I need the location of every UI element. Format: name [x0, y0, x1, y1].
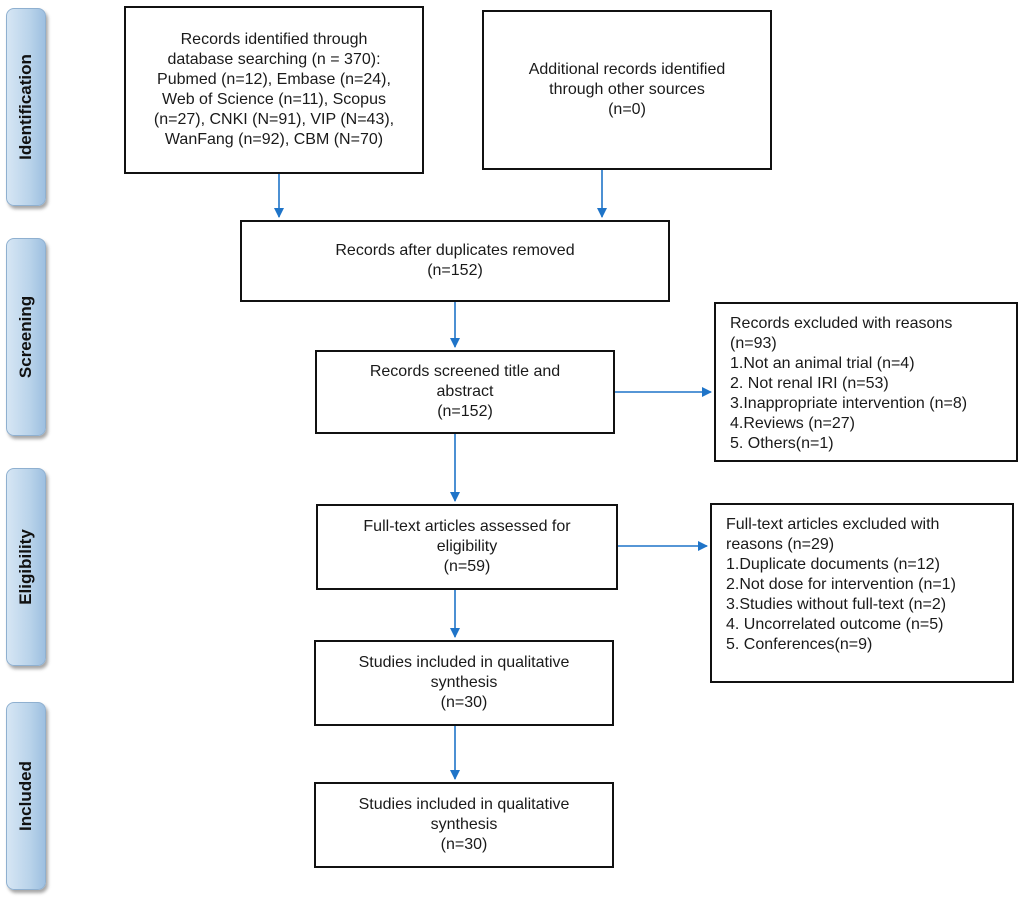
duplicates-removed-box: Records after duplicates removed (n=152) [240, 220, 670, 302]
fulltext-excluded-line: 1.Duplicate documents (n=12) [726, 556, 940, 573]
records-excluded-line: (n=93) [730, 335, 777, 352]
qualitative-synthesis-line: synthesis [430, 816, 498, 833]
fulltext-excluded-line: Full-text articles excluded with [726, 516, 940, 533]
phase-eligibility: Eligibility [6, 468, 46, 666]
records-excluded-line: 2. Not renal IRI (n=53) [730, 375, 889, 392]
records-excluded-line: 5. Others(n=1) [730, 435, 834, 452]
fulltext-excluded-box: Full-text articles excluded with reasons… [710, 503, 1014, 683]
screened-line: abstract [436, 383, 494, 400]
database-line: Web of Science (n=11), Scopus [162, 91, 386, 108]
qualitative-synthesis-line: Studies included in qualitative [358, 654, 570, 671]
duplicates-removed-line: Records after duplicates removed [335, 242, 575, 259]
qualitative-synthesis-box-1: Studies included in qualitative synthesi… [314, 640, 614, 726]
fulltext-excluded-line: 3.Studies without full-text (n=2) [726, 596, 947, 613]
fulltext-assessed-line: (n=59) [443, 558, 491, 575]
other-sources-line: (n=0) [608, 101, 646, 118]
phase-identification: Identification [6, 8, 46, 206]
screened-box: Records screened title and abstract (n=1… [315, 350, 615, 434]
qualitative-synthesis-line: (n=30) [440, 836, 488, 853]
other-sources-line: through other sources [549, 81, 705, 98]
records-excluded-box: Records excluded with reasons (n=93) 1.N… [714, 302, 1018, 462]
fulltext-excluded-line: reasons (n=29) [726, 536, 835, 553]
phase-screening: Screening [6, 238, 46, 436]
screened-line: Records screened title and [369, 363, 561, 380]
duplicates-removed-line: (n=152) [427, 262, 483, 279]
records-excluded-line: 1.Not an animal trial (n=4) [730, 355, 915, 372]
fulltext-excluded-line: 5. Conferences(n=9) [726, 636, 873, 653]
fulltext-excluded-line: 2.Not dose for intervention (n=1) [726, 576, 956, 593]
database-line: Records identified through [180, 31, 368, 48]
records-excluded-line: Records excluded with reasons [730, 315, 953, 332]
screened-line: (n=152) [437, 403, 493, 420]
records-excluded-line: 3.Inappropriate intervention (n=8) [730, 395, 968, 412]
qualitative-synthesis-box-2: Studies included in qualitative synthesi… [314, 782, 614, 868]
fulltext-assessed-box: Full-text articles assessed for eligibil… [316, 504, 618, 590]
qualitative-synthesis-line: (n=30) [440, 694, 488, 711]
fulltext-assessed-line: eligibility [436, 538, 498, 555]
database-line: database searching (n = 370): [167, 51, 381, 68]
database-line: Pubmed (n=12), Embase (n=24), [157, 71, 391, 88]
database-line: (n=27), CNKI (N=91), VIP (N=43), [153, 111, 395, 128]
qualitative-synthesis-line: Studies included in qualitative [358, 796, 570, 813]
other-sources-line: Additional records identified [528, 61, 726, 78]
phase-included: Included [6, 702, 46, 890]
other-sources-box: Additional records identified through ot… [482, 10, 772, 170]
database-line: WanFang (n=92), CBM (N=70) [164, 131, 384, 148]
database-search-box: Records identified through database sear… [124, 6, 424, 174]
qualitative-synthesis-line: synthesis [430, 674, 498, 691]
fulltext-excluded-line: 4. Uncorrelated outcome (n=5) [726, 616, 944, 633]
records-excluded-line: 4.Reviews (n=27) [730, 415, 855, 432]
fulltext-assessed-line: Full-text articles assessed for [363, 518, 571, 535]
